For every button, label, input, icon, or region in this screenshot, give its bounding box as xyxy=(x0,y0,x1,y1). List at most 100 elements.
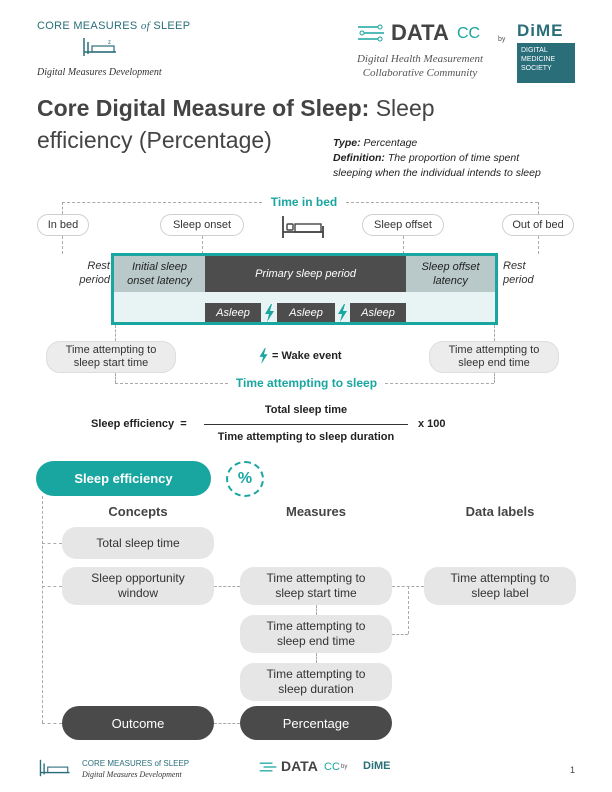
attempt-end-tick xyxy=(494,373,495,383)
root-sleep-efficiency: Sleep efficiency xyxy=(36,461,211,496)
footer-datacc: DATA CC by xyxy=(258,758,368,776)
primary-sleep-segment: Primary sleep period xyxy=(205,256,406,292)
dime-sub-1: DIGITAL xyxy=(521,47,548,54)
link-end-label-v xyxy=(408,586,409,634)
measure-start-1: Time attempting to xyxy=(266,571,366,585)
attempt-end-rise xyxy=(494,325,495,341)
percent-icon: % xyxy=(226,461,264,497)
label-start-1: Time attempting to xyxy=(450,571,550,585)
concept-total-sleep-time: Total sleep time xyxy=(62,527,214,559)
header-brand: CORE MEASURES of SLEEP xyxy=(37,20,207,32)
offset-latency-2: latency xyxy=(433,275,468,287)
branch-tst xyxy=(42,543,62,544)
rest-left-1: Rest xyxy=(87,260,110,272)
measure-dur-1: Time attempting to xyxy=(266,667,366,681)
attempt-start-1: Time attempting to xyxy=(65,344,157,356)
in-bed-drop xyxy=(62,236,63,254)
footer-datacc-cc: CC xyxy=(324,761,340,773)
percentage-node: Percentage xyxy=(240,706,392,740)
brand-core: CORE MEASURES xyxy=(37,20,138,32)
type-value: Percentage xyxy=(360,137,418,149)
rest-right-1: Rest xyxy=(503,260,526,272)
bed-logo-icon: z xyxy=(83,38,116,56)
formula-numerator: Total sleep time xyxy=(264,404,348,416)
asleep-bout-3: Asleep xyxy=(350,303,406,322)
definition-label: Definition: xyxy=(333,152,385,164)
link-sow-measure xyxy=(214,586,240,587)
rest-period-right: Rest period xyxy=(503,259,553,287)
time-in-bed-line-right xyxy=(346,202,538,203)
attempt-end-1: Time attempting to xyxy=(448,344,540,356)
wake-event-legend: = Wake event xyxy=(258,348,342,364)
title-rest-1: Sleep xyxy=(369,95,435,121)
header-by: by xyxy=(498,36,506,43)
link-end-duration xyxy=(316,653,317,663)
attempt-start-2: sleep start time xyxy=(73,357,149,369)
asleep-bout-1: Asleep xyxy=(205,303,261,322)
attempt-end-2: sleep end time xyxy=(458,357,530,369)
link-end-label-h xyxy=(392,634,408,635)
branch-outcome xyxy=(42,723,62,724)
page-title: Core Digital Measure of Sleep: Sleep eff… xyxy=(37,92,487,156)
wake-event-icon xyxy=(259,348,268,364)
title-rest-2: efficiency (Percentage) xyxy=(37,127,272,153)
formula-multiplier: x 100 xyxy=(418,418,446,430)
time-attempting-line-right xyxy=(385,383,494,384)
formula-label: Sleep efficiency = xyxy=(91,418,187,430)
out-of-bed-drop xyxy=(538,236,539,254)
datacc-sub-2: Collaborative Community xyxy=(362,67,478,79)
title-bold: Core Digital Measure of Sleep: xyxy=(37,95,370,121)
formula-denominator: Time attempting to sleep duration xyxy=(217,431,395,443)
footer-brand: CORE MEASURES of SLEEP Digital Measures … xyxy=(82,758,189,780)
brand-sleep: SLEEP xyxy=(153,20,191,32)
label-start-2: sleep label xyxy=(471,586,529,600)
time-in-bed-tick-right xyxy=(538,202,539,214)
measure-attempt-start: Time attempting to sleep start time xyxy=(240,567,392,605)
time-in-bed-line-left xyxy=(62,202,262,203)
concept-sow-2: window xyxy=(117,586,159,600)
time-in-bed-box: Initial sleep onset latency Primary slee… xyxy=(111,253,498,325)
datacc-sub-1: Digital Health Measurement xyxy=(356,53,484,65)
initial-latency-1: Initial sleep xyxy=(131,261,188,273)
time-attempting-line-left xyxy=(115,383,228,384)
datacc-main: DATA xyxy=(391,20,449,45)
measure-dur-2: sleep duration xyxy=(278,682,354,696)
column-measures: Measures xyxy=(286,504,346,519)
time-in-bed-label: Time in bed xyxy=(270,195,338,209)
measure-end-2: sleep end time xyxy=(276,634,356,648)
footer-datacc-main: DATA xyxy=(281,758,318,774)
measure-end-1: Time attempting to xyxy=(266,619,366,633)
footer-dime: DiME xyxy=(363,760,391,772)
meta-block: Type: Percentage Definition: The proport… xyxy=(333,136,593,181)
dime-sub-box: DIGITAL MEDICINE SOCIETY xyxy=(517,43,575,83)
link-outcome-percentage xyxy=(214,723,240,724)
offset-drop xyxy=(403,236,404,254)
type-label: Type: xyxy=(333,137,361,149)
header-brand-sub: Digital Measures Development xyxy=(37,67,162,78)
column-concepts: Concepts xyxy=(108,504,168,519)
wake-event-label: = Wake event xyxy=(272,350,342,362)
datacc-cc: CC xyxy=(457,25,481,42)
rest-right-2: period xyxy=(503,274,534,286)
concept-sleep-opportunity-window: Sleep opportunity window xyxy=(62,567,214,605)
initial-latency-2: onset latency xyxy=(127,275,192,287)
offset-latency-segment: Sleep offset latency xyxy=(406,256,495,292)
time-in-bed-tick-left xyxy=(62,202,63,214)
footer-by: by xyxy=(341,764,348,770)
outcome-node: Outcome xyxy=(62,706,214,740)
brand-of: of xyxy=(140,20,150,32)
attempt-start-tick xyxy=(115,373,116,383)
datacc-sub: Digital Health Measurement Collaborative… xyxy=(344,52,496,80)
footer-brand-2: Digital Measures Development xyxy=(82,770,182,779)
label-attempt-start: Time attempting to sleep label xyxy=(424,567,576,605)
rest-left-2: period xyxy=(79,274,110,286)
measure-start-2: sleep start time xyxy=(275,586,357,600)
definition-value-2: sleeping when the individual intends to … xyxy=(333,167,541,179)
out-of-bed-marker: Out of bed xyxy=(502,214,574,236)
definition-value-1: The proportion of time spent xyxy=(384,152,520,164)
dime-wordmark: DiME xyxy=(517,21,564,40)
sleep-onset-marker: Sleep onset xyxy=(160,214,244,236)
onset-drop xyxy=(202,236,203,254)
measure-attempt-duration: Time attempting to sleep duration xyxy=(240,663,392,701)
attempt-end-marker: Time attempting to sleep end time xyxy=(429,341,559,373)
